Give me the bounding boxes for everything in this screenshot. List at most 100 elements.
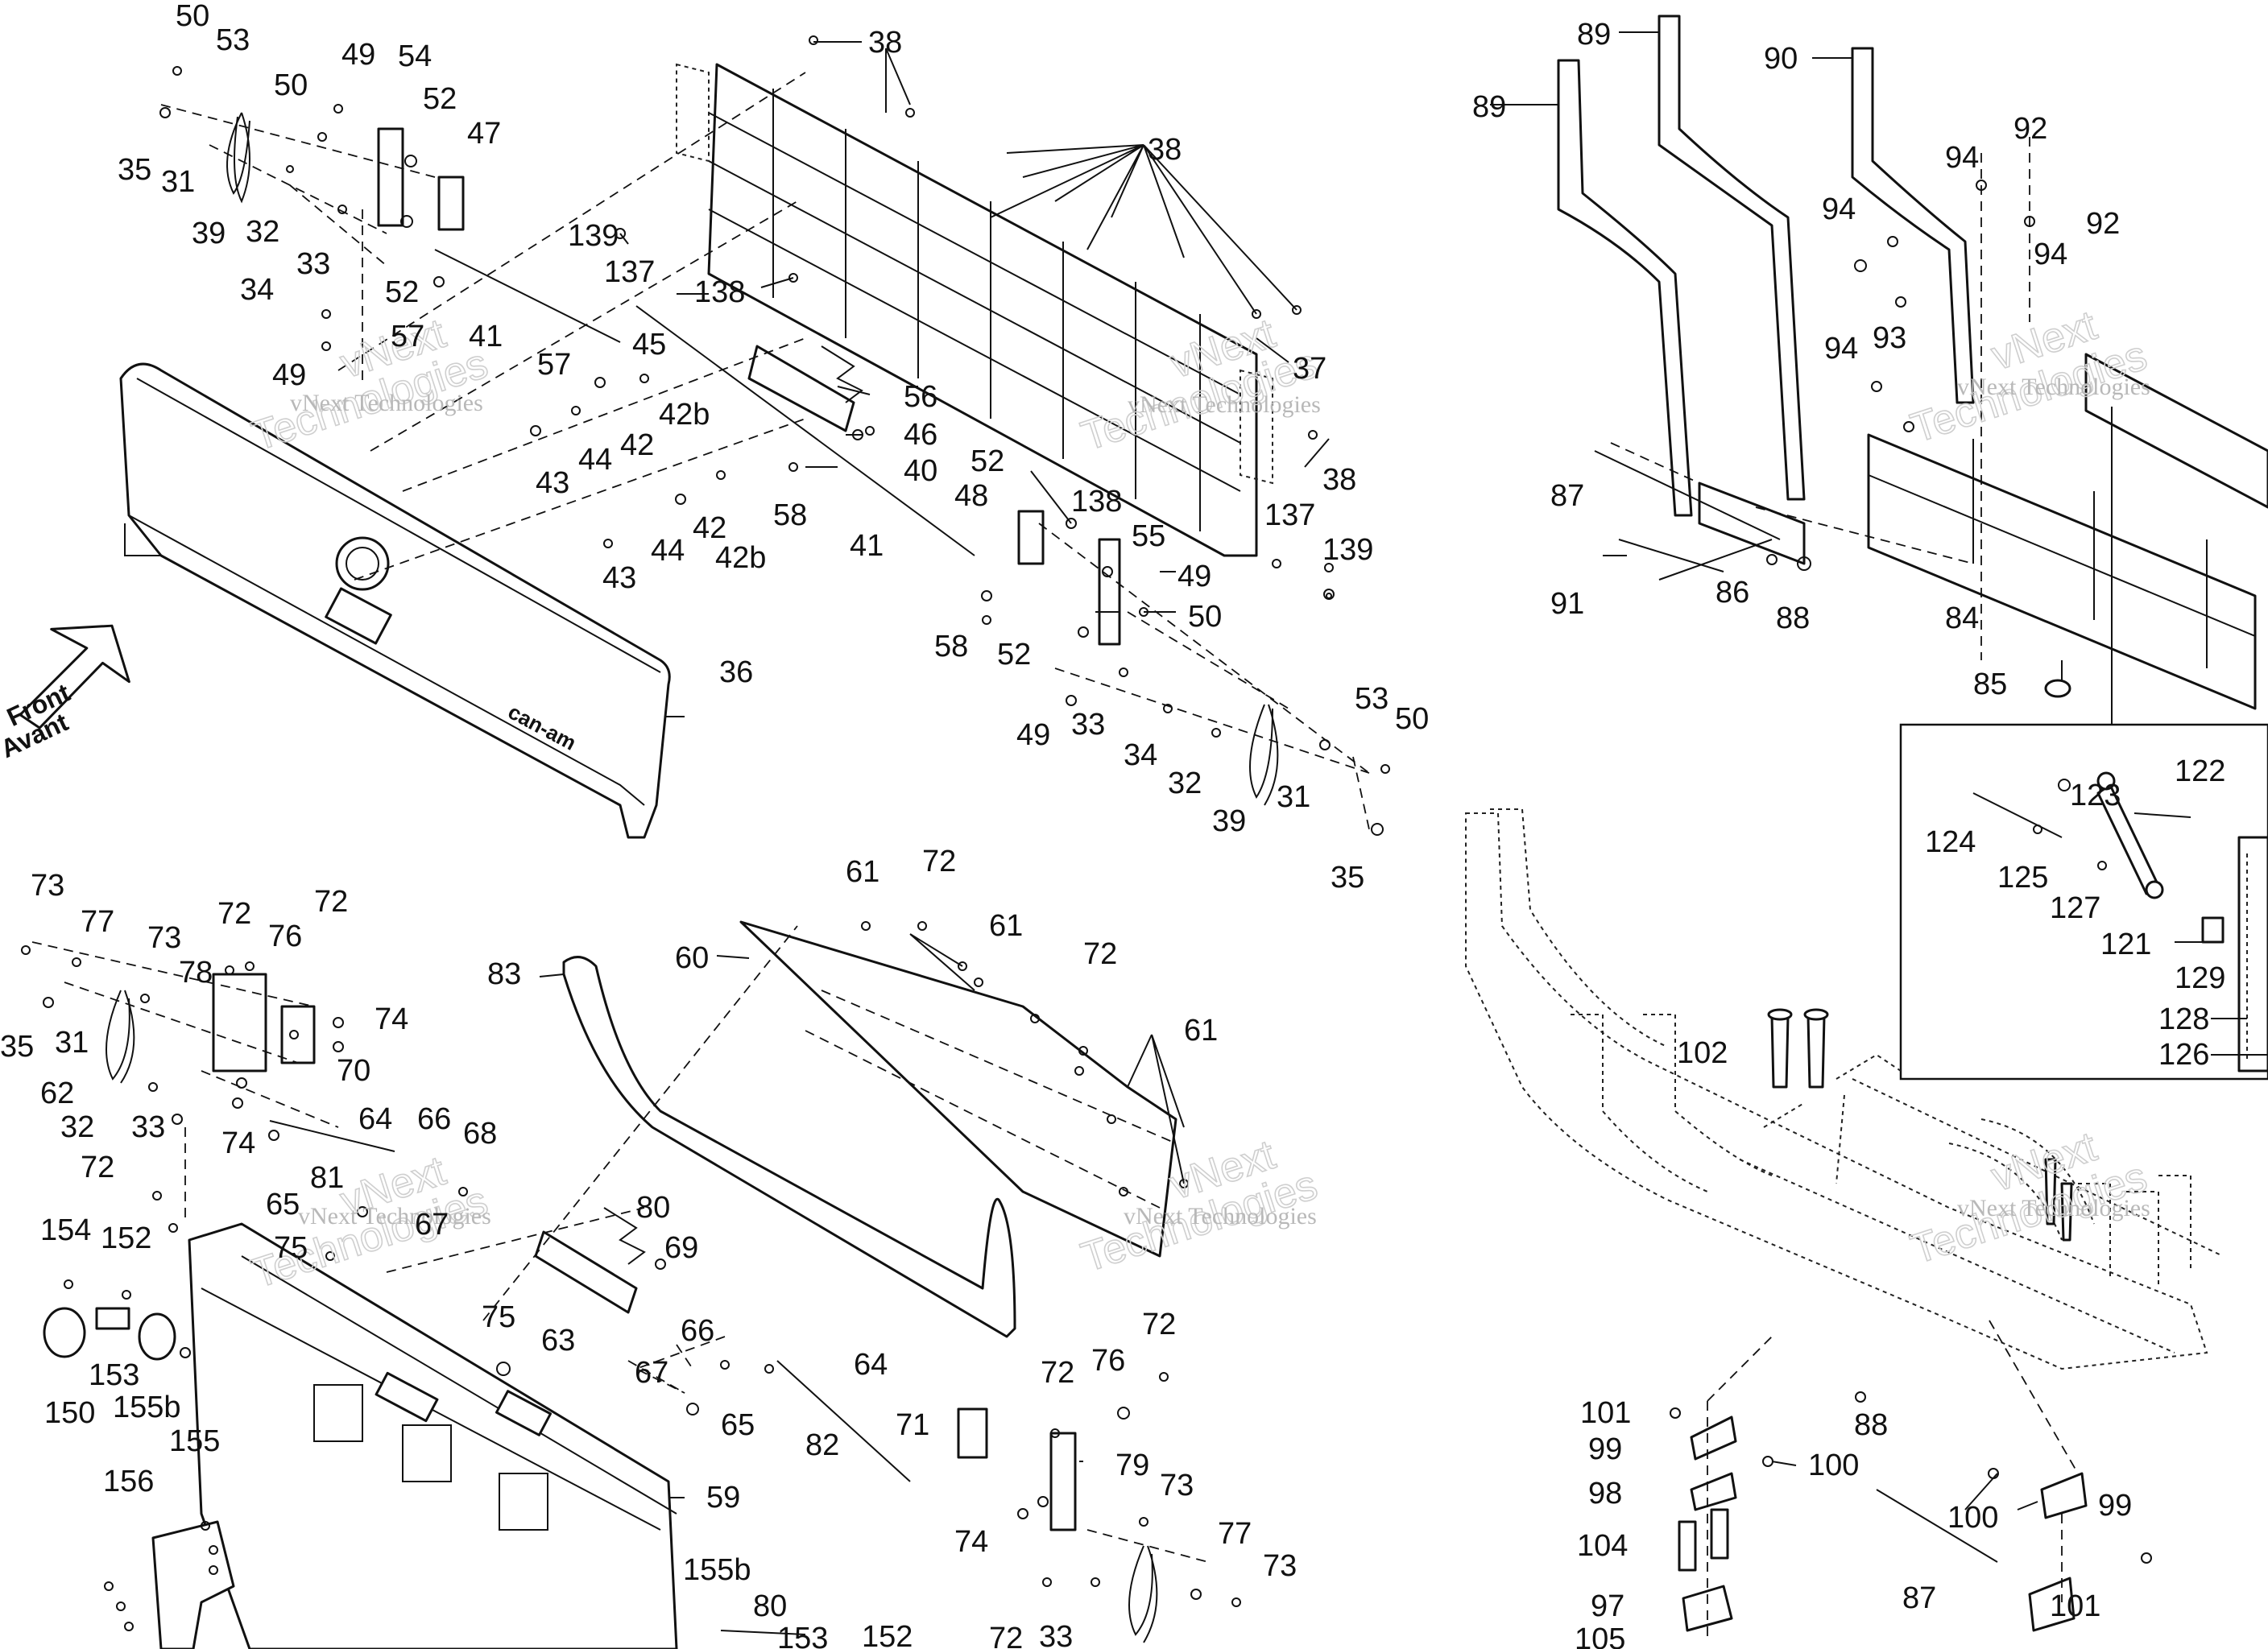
callout-label: 75 <box>482 1300 515 1334</box>
callout-label: 38 <box>868 26 902 60</box>
callout-label: 137 <box>1264 498 1315 532</box>
callout-label: 72 <box>1041 1356 1074 1390</box>
callout-label: 63 <box>541 1324 575 1358</box>
callout-label: 33 <box>1071 708 1105 742</box>
callout-label: 44 <box>651 534 685 568</box>
callout-label: 50 <box>176 0 209 33</box>
callout-label: 40 <box>904 454 937 488</box>
callout-label: 104 <box>1577 1529 1628 1563</box>
callout-label: 80 <box>753 1589 787 1623</box>
frame-assembly <box>1490 14 2268 1081</box>
callout-label: 152 <box>862 1620 913 1649</box>
callout-label: 60 <box>675 941 709 975</box>
callout-label: 41 <box>469 320 503 353</box>
callout-label: 155b <box>113 1391 181 1424</box>
callout-label: 38 <box>1148 133 1182 167</box>
callout-label: 31 <box>161 165 195 199</box>
callout-label: 52 <box>971 444 1004 478</box>
callout-label: 49 <box>1016 718 1050 752</box>
callout-label: 150 <box>44 1396 95 1430</box>
frame-tube-part <box>1658 14 1806 501</box>
callout-label: 31 <box>1277 780 1310 814</box>
callout-label: 58 <box>773 498 807 532</box>
svg-text:vNext Technologies: vNext Technologies <box>1957 374 2150 400</box>
callout-label: 92 <box>2086 207 2120 241</box>
callout-label: 38 <box>1322 463 1356 497</box>
callout-label: 47 <box>467 117 501 151</box>
callout-label: 87 <box>1902 1581 1936 1615</box>
callout-label: 86 <box>1715 576 1749 610</box>
callout-label: 139 <box>568 219 619 253</box>
callout-label: 73 <box>31 869 64 903</box>
svg-text:vNext Technologies: vNext Technologies <box>290 390 483 416</box>
callout-label: 64 <box>358 1102 392 1136</box>
callout-label: 44 <box>578 443 612 477</box>
callout-label: 139 <box>1322 533 1373 567</box>
callout-label: 77 <box>81 905 114 939</box>
callout-label: 102 <box>1677 1036 1728 1070</box>
callout-label: 127 <box>2050 891 2100 925</box>
callout-label: 50 <box>1395 702 1429 736</box>
callout-label: 101 <box>1580 1396 1631 1430</box>
callout-label: 45 <box>632 328 666 362</box>
callout-label: 100 <box>1947 1501 1998 1535</box>
callout-label: 36 <box>719 655 753 689</box>
callout-label: 76 <box>1091 1344 1125 1378</box>
callout-label: 34 <box>1124 738 1157 772</box>
callout-label: 72 <box>989 1622 1023 1649</box>
callout-label: 94 <box>2034 238 2067 271</box>
callout-label: 94 <box>1824 332 1858 366</box>
callout-label: 42b <box>659 398 710 432</box>
callout-label: 93 <box>1873 321 1906 355</box>
rear-bumper-cover-part <box>188 1222 678 1649</box>
detail-inset-box <box>1899 723 2268 1081</box>
svg-text:vNext Technologies: vNext Technologies <box>298 1203 491 1230</box>
callout-label: 122 <box>2175 754 2225 788</box>
callout-label: 76 <box>268 920 302 953</box>
callout-label: 43 <box>602 561 636 595</box>
callout-label: 99 <box>1588 1432 1622 1466</box>
callout-label: 77 <box>1218 1517 1252 1551</box>
callout-label: 79 <box>1115 1449 1149 1482</box>
callout-label: 70 <box>337 1054 370 1088</box>
callout-label: 80 <box>636 1191 670 1225</box>
callout-label: 105 <box>1575 1622 1625 1649</box>
callout-label: 52 <box>997 638 1031 672</box>
callout-label: 74 <box>221 1126 255 1160</box>
callout-label: 138 <box>694 275 745 309</box>
callout-label: 121 <box>2100 928 2151 961</box>
callout-label: 123 <box>2070 779 2121 812</box>
callout-label: 62 <box>40 1077 74 1110</box>
callout-label: 85 <box>1973 667 2007 701</box>
callout-label: 65 <box>721 1408 755 1442</box>
frame-tube-part <box>1851 47 1975 404</box>
callout-label: 72 <box>81 1151 114 1184</box>
bumper-cover-part <box>119 362 671 839</box>
callout-label: 58 <box>934 630 968 663</box>
callout-label: 72 <box>217 897 251 931</box>
callout-label: 88 <box>1854 1408 1888 1442</box>
callout-label: 53 <box>216 23 250 57</box>
callout-label: 37 <box>1293 352 1326 386</box>
callout-label: 74 <box>954 1525 988 1559</box>
callout-label: 137 <box>604 255 655 289</box>
callout-label: 56 <box>904 380 937 414</box>
callout-label: 126 <box>2158 1038 2209 1072</box>
callout-label: 39 <box>192 217 226 250</box>
callout-label: 72 <box>922 845 956 878</box>
callout-label: 129 <box>2175 961 2225 995</box>
callout-label: 55 <box>1132 519 1165 553</box>
callout-label: 156 <box>103 1465 154 1498</box>
rear-bumper-assembly <box>21 920 1241 1649</box>
front-direction-arrow: Front Avant <box>0 624 130 763</box>
callout-label: 82 <box>805 1428 839 1462</box>
callout-label: 154 <box>40 1213 91 1247</box>
callout-label: 138 <box>1071 485 1122 519</box>
callout-label: 88 <box>1776 601 1810 635</box>
callout-label: 72 <box>1083 937 1117 971</box>
callout-label: 124 <box>1925 825 1976 859</box>
callout-label: 49 <box>272 358 306 392</box>
callout-label: 75 <box>274 1231 308 1265</box>
